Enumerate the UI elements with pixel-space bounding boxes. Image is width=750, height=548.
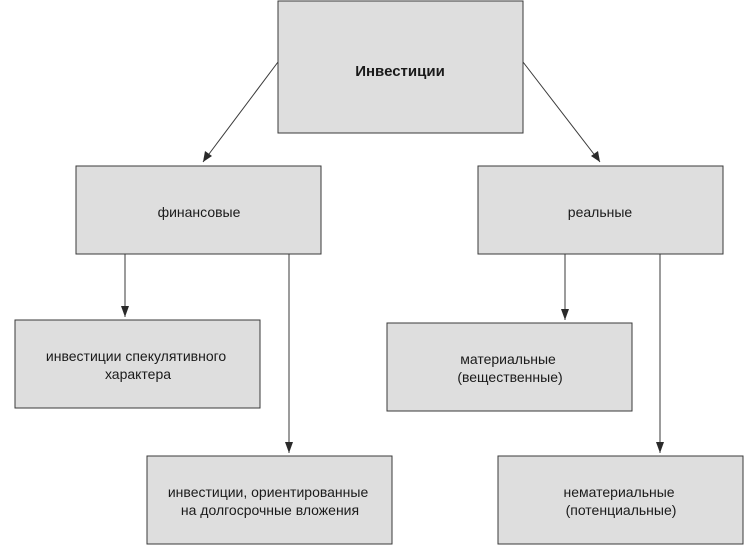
arrowhead-root-financial-icon [203, 151, 212, 162]
arrowhead-real-material-icon [561, 309, 569, 320]
node-material-box [386, 322, 633, 412]
node-long-term: инвестиции, ориентированные на долгосроч… [146, 455, 393, 545]
node-financial-label: финансовые [158, 204, 241, 220]
node-speculative-box [14, 319, 261, 409]
node-intangible-box [497, 455, 744, 545]
node-financial: финансовые [75, 165, 322, 255]
arrowhead-financial-long-term-icon [285, 442, 293, 453]
node-real-box [477, 165, 724, 255]
node-speculative: инвестиции спекулятивного характера [14, 319, 261, 409]
node-material-label: материальные (вещественные) [457, 351, 562, 385]
node-intangible-label: нематериальные (потенциальные) [564, 484, 679, 518]
edge-root-financial [202, 61, 279, 163]
node-real-label: реальные [568, 204, 633, 220]
arrowhead-real-intangible-icon [656, 442, 664, 453]
node-long-term-box [146, 455, 393, 545]
node-root-label: Инвестиции [355, 63, 445, 80]
arrowhead-financial-speculative-icon [121, 306, 129, 317]
node-financial-box [75, 165, 322, 255]
edge-root-real [522, 61, 601, 163]
node-speculative-label: инвестиции спекулятивного характера [46, 348, 230, 382]
node-long-term-label: инвестиции, ориентированные на долгосроч… [168, 484, 372, 518]
node-root: Инвестиции [277, 0, 524, 134]
node-material: материальные (вещественные) [386, 322, 633, 412]
diagram-edges [121, 61, 664, 453]
arrowhead-root-real-icon [591, 151, 600, 162]
node-root-box [277, 0, 524, 134]
node-intangible: нематериальные (потенциальные) [497, 455, 744, 545]
node-real: реальные [477, 165, 724, 255]
